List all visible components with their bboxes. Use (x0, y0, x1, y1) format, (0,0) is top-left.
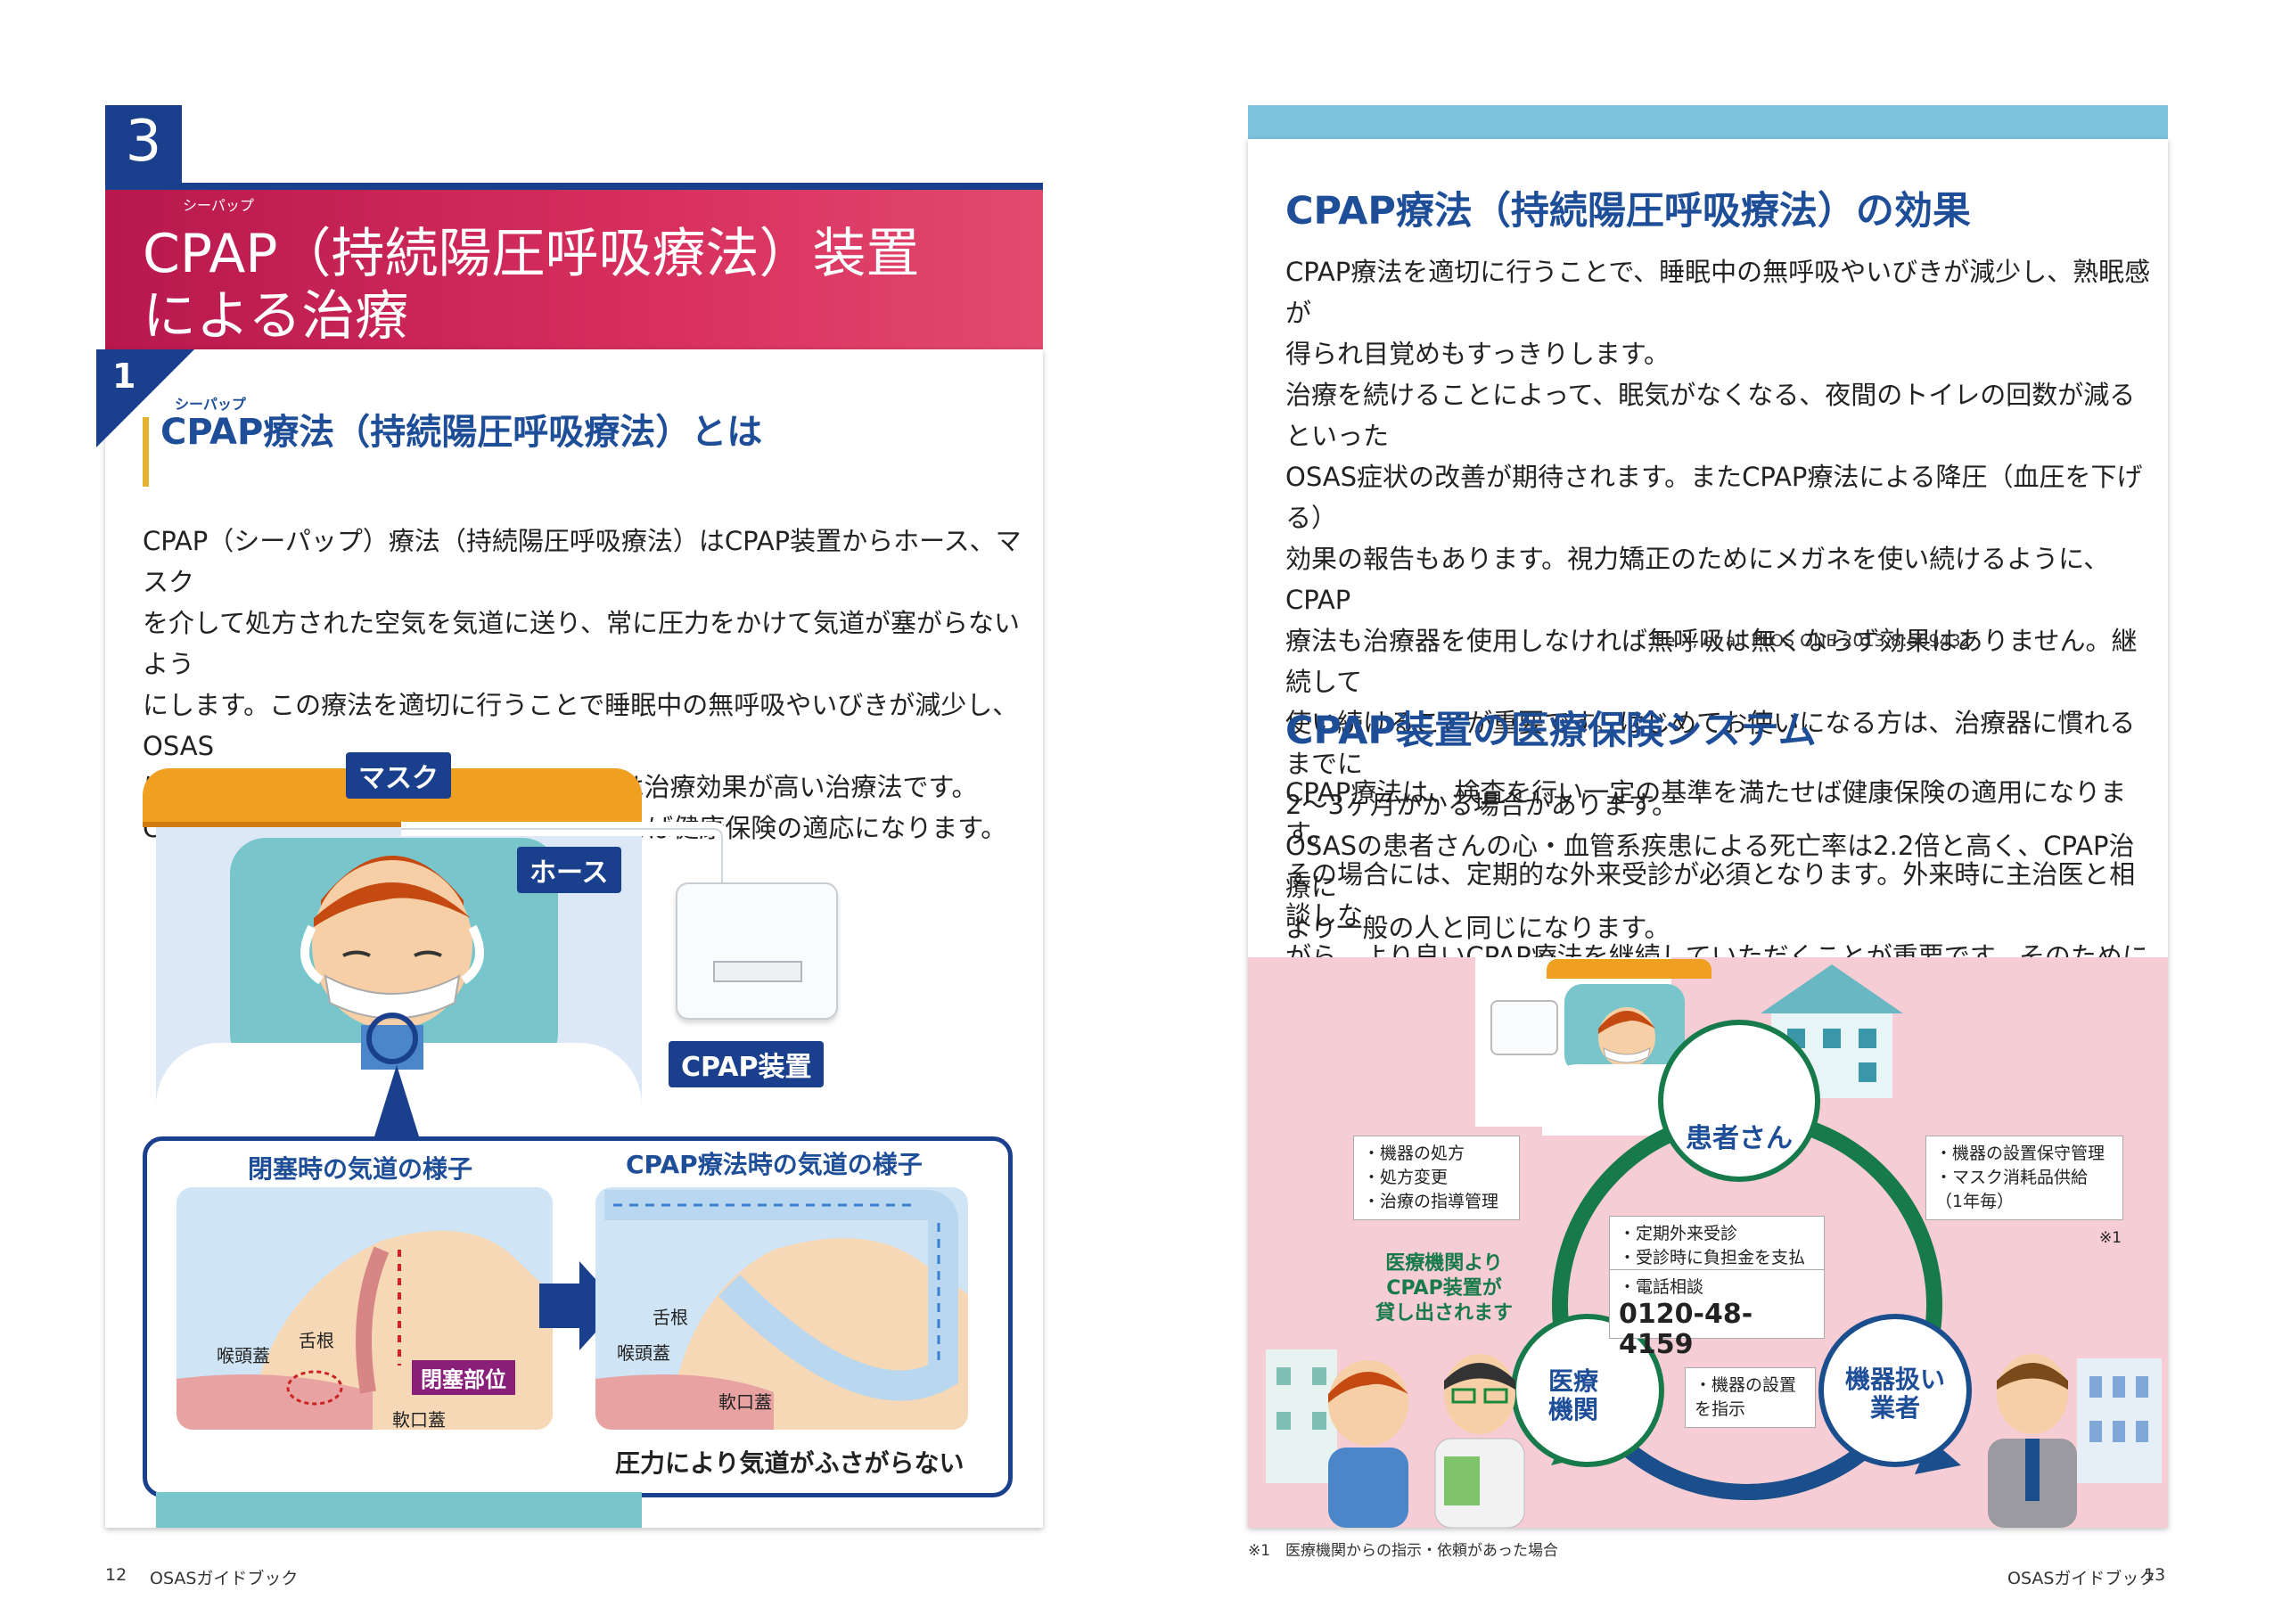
soft-palate-right-label: 軟口蓋 (718, 1391, 772, 1413)
chapter-number-box (105, 105, 182, 187)
epiglottis-right-label: 喉頭蓋 (617, 1342, 670, 1364)
effects-paragraph: CPAP療法を適切に行うことで、睡眠中の無呼吸やいびきが減少し、熟眠感が 得られ… (1285, 257, 2151, 943)
section-title-bar (143, 417, 149, 487)
dealer-person-icon (1988, 1354, 2077, 1528)
chapter-title-line2: による治療 (143, 285, 409, 348)
node-dealer-label: 機器扱い 業者 (1844, 1365, 1945, 1423)
dealer-to-patient-box: ・機器の設置保守管理 ・マスク消耗品供給 （1年毎） (1925, 1136, 2123, 1220)
hose-illustration (401, 822, 729, 882)
patient-person-icon (1328, 1360, 1408, 1528)
insurance-diagram: 患者さん 医療 機関 機器扱い 業者 ・機器の処方 ・処方変更 ・治療の指導管理… (1248, 957, 2168, 1528)
chapter-title-line1: CPAP（持続陽圧呼吸療法）装置 (143, 223, 920, 285)
right-page-number: 13 (2144, 1565, 2166, 1585)
mask-label: マスク (346, 752, 451, 799)
left-page: 3 シーパップ CPAP（持続陽圧呼吸療法）装置 による治療 1 シーパップ C… (96, 105, 1043, 1588)
node-patient-label: 患者さん (1686, 1123, 1793, 1154)
node-clinic-label: 医療 機関 (1547, 1366, 1598, 1424)
bed-bottom (156, 1492, 642, 1528)
hose-label: ホース (517, 847, 621, 893)
soft-palate-left-label: 軟口蓋 (392, 1409, 446, 1431)
right-page: CPAP療法（持続陽圧呼吸療法）の効果 CPAP療法を適切に行うことで、睡眠中の… (1141, 0, 2282, 1624)
airway-caption: 圧力により気道がふさがらない (615, 1448, 965, 1478)
right-book-title: OSASガイドブック (2007, 1569, 2156, 1588)
pointer-triangle (374, 1065, 419, 1136)
diagram-headboard (1547, 959, 1712, 979)
cpap-airway-image (595, 1187, 968, 1430)
phone-box: ・電話相談 0120-48-4159 (1609, 1269, 1825, 1360)
section-number: 1 (112, 357, 136, 396)
citation: Ge X, et al. PLOS ONE 2013;8:e69432 (1652, 631, 1972, 651)
tongue-root-left-label: 舌根 (299, 1330, 334, 1351)
left-book-title: OSASガイドブック (150, 1569, 299, 1588)
panel-left-title: 閉塞時の気道の様子 (248, 1154, 473, 1184)
right-top-bar (1248, 105, 2168, 139)
insurance-heading: CPAP装置の医療保険システム (1285, 709, 1817, 753)
chapter-banner (105, 183, 1043, 356)
cpap-device-label: CPAP装置 (669, 1041, 825, 1087)
chapter-ruby: シーパップ (183, 197, 254, 214)
cpap-device (676, 882, 838, 1020)
building-left-icon (1266, 1349, 1337, 1483)
building-right-icon (2077, 1358, 2162, 1483)
doctor-icon (1434, 1354, 1525, 1528)
clinic-to-patient-box: ・機器の処方 ・処方変更 ・治療の指導管理 (1353, 1136, 1520, 1220)
patient-illustration (300, 856, 484, 1070)
section-ruby: シーパップ (175, 396, 246, 413)
footnote: ※1 医療機関からの指示・依頼があった場合 (1248, 1542, 1559, 1560)
node-clinic (1511, 1314, 1664, 1467)
note-mark: ※1 (2099, 1229, 2122, 1247)
tongue-root-right-label: 舌根 (653, 1307, 688, 1328)
node-patient (1658, 1020, 1820, 1182)
obstruction-label: 閉塞部位 (412, 1360, 515, 1395)
diagram-cpap-device (1490, 1000, 1558, 1055)
phone-label: ・電話相談 (1619, 1277, 1704, 1297)
left-page-number: 12 (105, 1565, 127, 1585)
phone-number: 0120-48-4159 (1619, 1299, 1753, 1360)
section-number-triangle (96, 349, 194, 447)
chapter-number: 3 (125, 109, 162, 175)
epiglottis-left-label: 喉頭蓋 (217, 1345, 270, 1366)
effects-heading: CPAP療法（持続陽圧呼吸療法）の効果 (1285, 189, 1971, 234)
panel-right-title: CPAP療法時の気道の様子 (626, 1150, 923, 1179)
lend-text: 医療機関より CPAP装置が 貸し出されます (1375, 1252, 1513, 1325)
clinic-to-dealer-box: ・機器の設置 を指示 (1685, 1367, 1816, 1428)
diagram-patient-face (1598, 1007, 1655, 1068)
node-dealer (1818, 1314, 1972, 1467)
section-title: CPAP療法（持続陽圧呼吸療法）とは (160, 412, 763, 453)
